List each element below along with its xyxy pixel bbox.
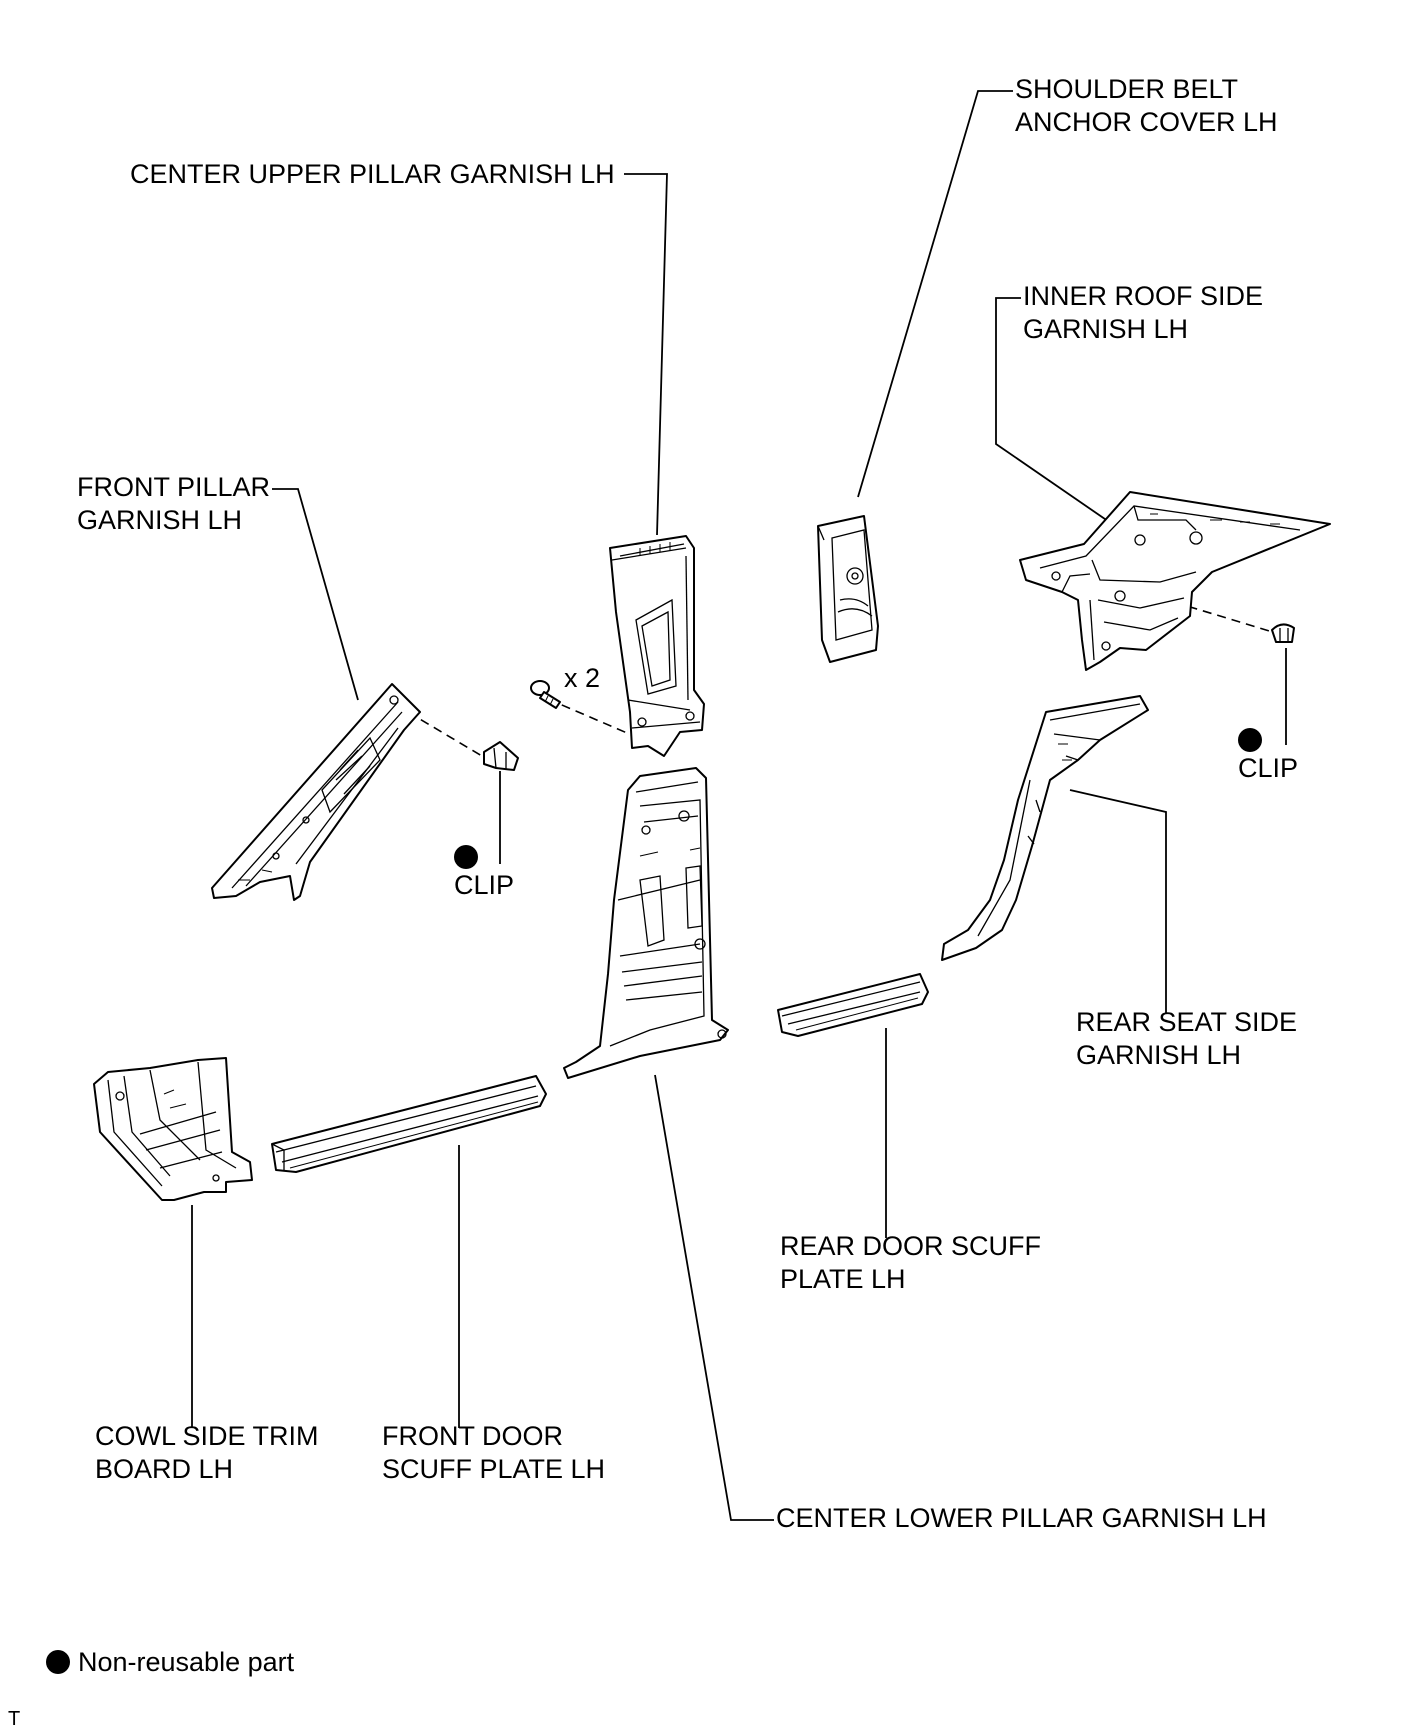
label-rear-seat-side-garnish: REAR SEAT SIDE GARNISH LH (1076, 1006, 1297, 1072)
leader-shoulder-belt (857, 90, 1013, 498)
bolt-icon (530, 680, 561, 709)
inner-roof-side-garnish-part (1019, 491, 1331, 671)
label-rear-door-scuff-plate: REAR DOOR SCUFF PLATE LH (780, 1230, 1041, 1296)
clip-rear-icon (1271, 623, 1295, 643)
label-line: GARNISH LH (77, 505, 243, 535)
shoulder-belt-anchor-cover-part (817, 515, 879, 663)
front-door-scuff-plate-part (271, 1075, 547, 1173)
label-line: FRONT PILLAR (77, 472, 271, 502)
label-clip-rear: CLIP (1238, 728, 1298, 785)
label-line: PLATE LH (780, 1264, 906, 1294)
cowl-side-trim-board-part (93, 1057, 253, 1201)
label-line: INNER ROOF SIDE (1023, 281, 1264, 311)
leader-center-lower (654, 1074, 774, 1521)
label-line: CLIP (1238, 753, 1299, 783)
label-line: CLIP (454, 870, 515, 900)
label-line: REAR SEAT SIDE (1076, 1007, 1298, 1037)
label-line: FRONT DOOR (382, 1421, 563, 1451)
filled-circle-icon (46, 1650, 70, 1674)
label-front-door-scuff-plate: FRONT DOOR SCUFF PLATE LH (382, 1420, 605, 1486)
label-line: BOARD LH (95, 1454, 234, 1484)
label-front-pillar-garnish: FRONT PILLAR GARNISH LH (77, 471, 270, 537)
center-upper-pillar-garnish-part (609, 535, 705, 757)
front-pillar-garnish-part (211, 683, 421, 901)
dash-front-pillar-to-clip (407, 711, 493, 763)
label-line: COWL SIDE TRIM (95, 1421, 319, 1451)
label-bolt-quantity: x 2 (564, 662, 600, 695)
leader-lines (191, 90, 1287, 1521)
label-line: REAR DOOR SCUFF (780, 1231, 1042, 1261)
non-reusable-dot-icon (454, 845, 478, 869)
leader-inner-roof (995, 297, 1119, 529)
label-line: GARNISH LH (1076, 1040, 1242, 1070)
label-line: SHOULDER BELT (1015, 74, 1239, 104)
footer-code: T (8, 1708, 21, 1730)
label-shoulder-belt-anchor-cover: SHOULDER BELT ANCHOR COVER LH (1015, 73, 1278, 139)
leader-front-pillar (272, 488, 359, 701)
label-clip-front: CLIP (454, 845, 514, 902)
label-line: x 2 (564, 663, 601, 693)
label-line: CENTER LOWER PILLAR GARNISH LH (776, 1503, 1267, 1533)
non-reusable-dot-icon (1238, 728, 1262, 752)
label-line: GARNISH LH (1023, 314, 1189, 344)
label-line: SCUFF PLATE LH (382, 1454, 606, 1484)
leader-center-upper (624, 173, 668, 536)
label-line: ANCHOR COVER LH (1015, 107, 1278, 137)
rear-seat-side-garnish-part (941, 695, 1149, 961)
label-center-upper-pillar-garnish: CENTER UPPER PILLAR GARNISH LH (130, 158, 615, 191)
label-cowl-side-trim-board: COWL SIDE TRIM BOARD LH (95, 1420, 319, 1486)
center-lower-pillar-garnish-part (563, 767, 729, 1079)
legend-text: Non-reusable part (78, 1647, 295, 1677)
clip-front-icon (483, 741, 519, 771)
label-center-lower-pillar-garnish: CENTER LOWER PILLAR GARNISH LH (776, 1502, 1267, 1535)
label-line: CENTER UPPER PILLAR GARNISH LH (130, 159, 615, 189)
rear-door-scuff-plate-part (777, 973, 929, 1037)
label-inner-roof-side-garnish: INNER ROOF SIDE GARNISH LH (1023, 280, 1263, 346)
legend: Non-reusable part (46, 1646, 294, 1679)
leader-rear-seat (1069, 789, 1167, 1014)
